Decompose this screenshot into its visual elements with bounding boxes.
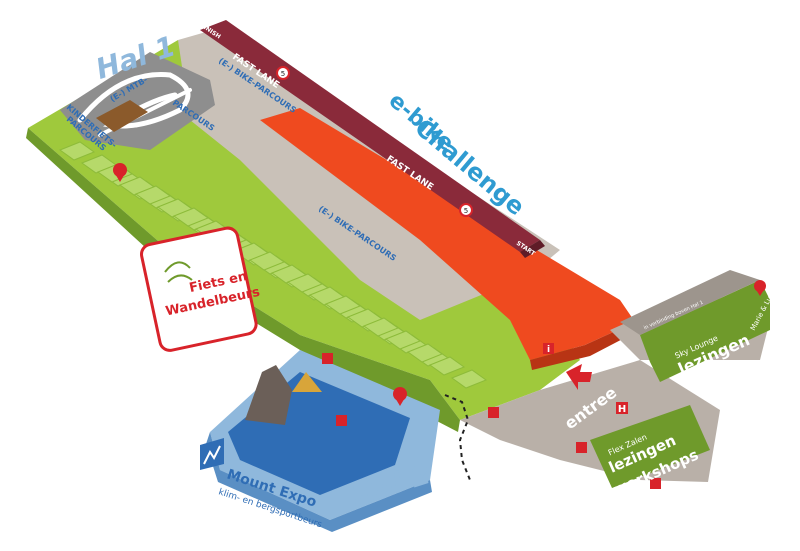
- entrance-arrow-icon[interactable]: [566, 364, 592, 390]
- booth-grid: [58, 141, 488, 389]
- booth: [58, 141, 96, 161]
- sky-lounge-top: [620, 270, 760, 335]
- booth: [406, 343, 444, 363]
- booth: [134, 185, 172, 205]
- tent: [292, 372, 322, 392]
- wooden-ramp: [96, 100, 148, 132]
- mount-expo-logo-mark: [203, 445, 221, 465]
- booth: [248, 251, 286, 271]
- food-pin-icon[interactable]: [393, 387, 407, 406]
- parking-icon[interactable]: [616, 402, 628, 414]
- svg-text:5: 5: [281, 70, 285, 78]
- booth: [324, 295, 362, 315]
- ebike-challenge-edge: [530, 322, 636, 370]
- flex-panel: [590, 405, 710, 488]
- first-aid-icon[interactable]: [488, 407, 499, 418]
- booth: [362, 317, 400, 337]
- hal2-edge: [206, 432, 432, 532]
- hal1-floor-edge: [26, 128, 460, 432]
- booth: [286, 273, 324, 293]
- fiets-sign: [140, 226, 258, 352]
- fast-lane-base: [520, 240, 545, 258]
- booth: [450, 369, 488, 389]
- food-pin-icon[interactable]: [754, 280, 766, 296]
- parking-icon-glyph: H: [618, 404, 626, 415]
- fiets-sign-leaf: [164, 261, 193, 283]
- booth: [428, 356, 466, 376]
- food-pin-icon[interactable]: [113, 163, 127, 182]
- restroom-icon[interactable]: [322, 353, 333, 364]
- speed-sign-icon: 5: [459, 203, 473, 217]
- restroom-icon[interactable]: [576, 442, 587, 453]
- mountain-rock: [245, 365, 292, 425]
- restroom-icon[interactable]: [336, 415, 347, 426]
- booth: [384, 330, 422, 350]
- speed-sign-icon: 5: [276, 66, 290, 80]
- info-icon[interactable]: [543, 343, 554, 354]
- svg-text:5: 5: [464, 207, 468, 215]
- walking-route: [444, 394, 471, 481]
- info-icon-glyph: i: [547, 345, 550, 355]
- booth: [172, 207, 210, 227]
- ebike-challenge-area: [260, 108, 635, 360]
- sky-lounge-panel: [640, 280, 770, 382]
- restroom-icon[interactable]: [650, 478, 661, 489]
